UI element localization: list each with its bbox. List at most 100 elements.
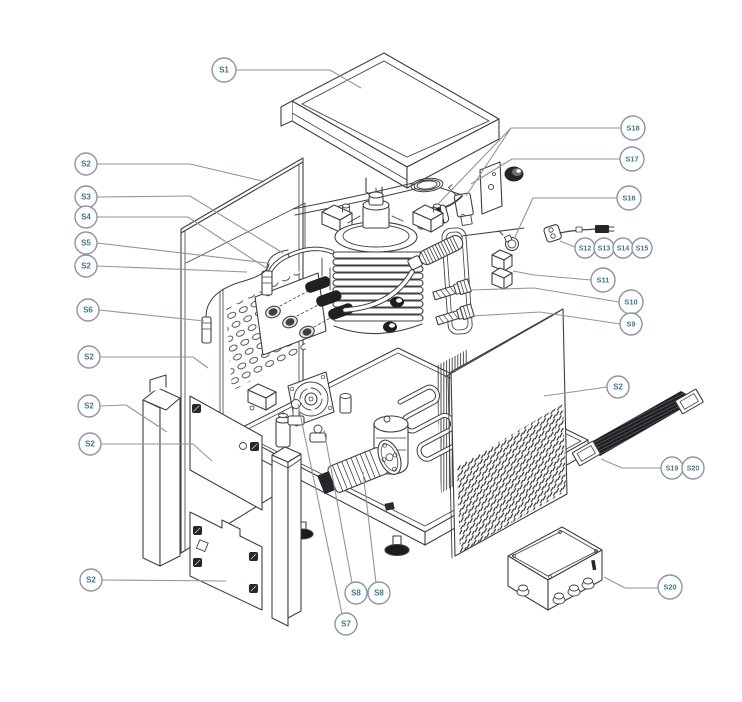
callout-label: S9 bbox=[626, 319, 635, 328]
cable-assembly bbox=[543, 224, 615, 243]
callout-label: S10 bbox=[624, 297, 637, 306]
electrical-panel bbox=[189, 395, 263, 511]
callout-circle bbox=[74, 152, 98, 176]
top-cover bbox=[280, 52, 500, 202]
grommets bbox=[383, 296, 404, 333]
bolt-lower bbox=[435, 303, 475, 326]
callout-circle bbox=[631, 237, 653, 259]
leader-line bbox=[512, 270, 592, 281]
callout-circle bbox=[74, 205, 98, 229]
callout-label: S19 bbox=[666, 465, 679, 472]
callout-label: S12 bbox=[579, 245, 592, 252]
leader-line bbox=[362, 471, 377, 584]
tap-manifold-plate bbox=[254, 272, 335, 356]
callout-label: S6 bbox=[83, 306, 93, 315]
callout-label: S18 bbox=[626, 123, 639, 132]
callout-circle bbox=[334, 612, 358, 636]
micro-switch bbox=[429, 184, 474, 227]
callout-circle bbox=[76, 298, 100, 322]
callout-s16: S16 bbox=[514, 185, 642, 238]
callout-label: S14 bbox=[617, 245, 630, 252]
service-valves bbox=[287, 393, 352, 443]
relay-right bbox=[491, 267, 513, 290]
callout-circle bbox=[344, 581, 368, 605]
electrical-box-left bbox=[321, 203, 353, 233]
callout-label: S15 bbox=[636, 245, 649, 252]
callout-label: S2 bbox=[613, 383, 623, 392]
inlet-tube bbox=[261, 249, 289, 296]
callout-s3: S3 bbox=[74, 185, 284, 254]
callout-circle bbox=[77, 394, 101, 418]
callout-label: S1 bbox=[219, 66, 229, 75]
callout-s1: S1 bbox=[211, 57, 362, 89]
callout-s19: S19 bbox=[600, 456, 684, 480]
leader-line bbox=[100, 356, 209, 369]
callout-circle bbox=[74, 231, 98, 255]
callout-label: S20 bbox=[687, 465, 700, 472]
retaining-strap bbox=[571, 388, 704, 467]
leader-line bbox=[96, 265, 248, 273]
callout-s2-vent-panel: S2 bbox=[543, 375, 630, 399]
callout-circle bbox=[619, 146, 645, 172]
leader-line bbox=[514, 197, 617, 238]
callout-label: S17 bbox=[625, 154, 638, 163]
temperature-probe bbox=[201, 263, 270, 344]
callout-circle bbox=[78, 432, 102, 456]
callout-label: S5 bbox=[81, 239, 91, 248]
leader-line bbox=[603, 576, 658, 589]
leader-line bbox=[99, 404, 168, 433]
capillary-tube bbox=[292, 182, 416, 216]
access-panel bbox=[189, 511, 263, 611]
callout-label: S11 bbox=[597, 275, 610, 284]
cable-glands bbox=[516, 577, 595, 605]
callout-label: S2 bbox=[84, 402, 94, 411]
callout-s12: S12 bbox=[559, 237, 596, 259]
callout-label: S8 bbox=[351, 589, 361, 598]
support-post-left bbox=[142, 374, 181, 567]
leader-line bbox=[297, 403, 343, 615]
leader-line bbox=[97, 216, 267, 269]
vent-panel bbox=[444, 308, 568, 559]
bolt-upper bbox=[432, 278, 472, 301]
callout-circle bbox=[616, 185, 642, 211]
callout-s9: S9 bbox=[471, 311, 643, 336]
callout-label: S2 bbox=[81, 160, 91, 169]
callout-s7: S7 bbox=[297, 403, 358, 636]
leader-line bbox=[469, 287, 620, 303]
callout-label: S13 bbox=[598, 245, 611, 252]
callout-s2-post: S2 bbox=[77, 394, 168, 433]
leader-line bbox=[470, 158, 620, 185]
leader-line bbox=[543, 386, 608, 397]
callout-label: S2 bbox=[85, 440, 95, 449]
leader-line bbox=[323, 429, 353, 584]
callout-s2-lower-panel: S2 bbox=[79, 568, 227, 592]
callout-s17: S17 bbox=[470, 146, 645, 185]
agitator-motor bbox=[347, 187, 404, 229]
callout-s8-b: S8 bbox=[362, 471, 391, 605]
vent-grid bbox=[457, 404, 566, 553]
callout-circle bbox=[77, 345, 101, 369]
callout-s20-strap: S20 bbox=[681, 456, 705, 480]
relay-box-on-chassis bbox=[247, 383, 277, 411]
leader-line bbox=[471, 311, 621, 325]
hose-clamp bbox=[498, 230, 520, 252]
leader-line bbox=[96, 242, 268, 264]
callout-circle bbox=[619, 312, 643, 336]
callout-s15: S15 bbox=[631, 237, 653, 259]
callout-s13: S13 bbox=[593, 237, 615, 259]
knurled-plug bbox=[504, 166, 524, 182]
leader-line bbox=[101, 579, 227, 582]
callout-circle bbox=[606, 375, 630, 399]
callout-circle bbox=[79, 568, 103, 592]
leader-line bbox=[465, 127, 512, 197]
leader-line bbox=[600, 458, 661, 469]
callout-s10: S10 bbox=[469, 287, 644, 315]
callout-circle bbox=[211, 57, 237, 83]
junction-box bbox=[507, 526, 603, 611]
callout-s6: S6 bbox=[76, 298, 205, 322]
callout-circle bbox=[590, 267, 616, 293]
callout-label: S4 bbox=[81, 213, 91, 222]
